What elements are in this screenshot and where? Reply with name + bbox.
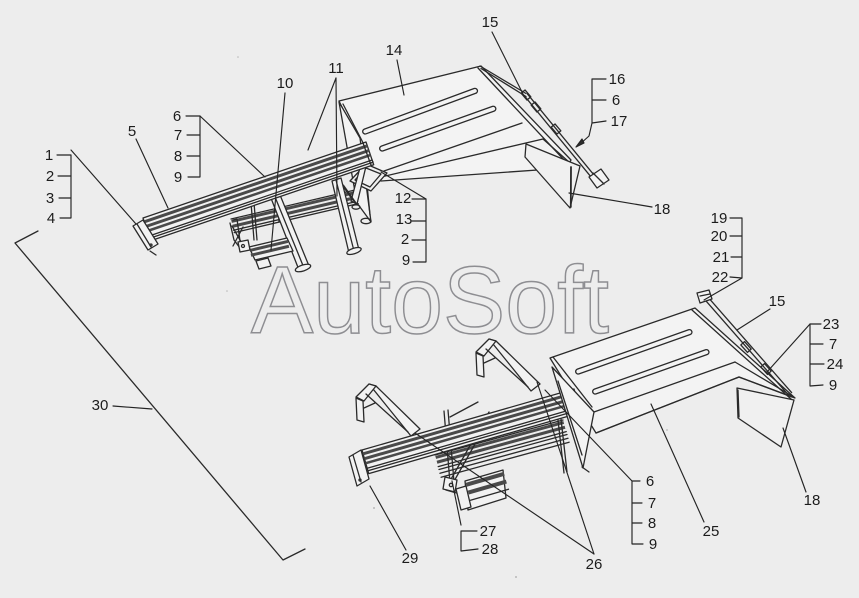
svg-text:27: 27 [480, 523, 497, 540]
svg-text:18: 18 [654, 201, 671, 218]
svg-text:8: 8 [648, 515, 656, 532]
svg-text:1: 1 [45, 147, 53, 164]
svg-text:6: 6 [173, 108, 181, 125]
svg-text:6: 6 [646, 473, 654, 490]
svg-text:17: 17 [611, 113, 628, 130]
svg-text:26: 26 [586, 556, 603, 573]
svg-text:3: 3 [46, 190, 54, 207]
svg-text:30: 30 [92, 397, 109, 414]
svg-text:28: 28 [482, 541, 499, 558]
svg-text:7: 7 [174, 127, 182, 144]
svg-text:15: 15 [769, 293, 786, 310]
svg-text:13: 13 [396, 211, 413, 228]
svg-text:25: 25 [703, 523, 720, 540]
svg-text:5: 5 [128, 123, 136, 140]
svg-text:9: 9 [829, 377, 837, 394]
svg-text:4: 4 [47, 210, 55, 227]
svg-text:7: 7 [829, 336, 837, 353]
svg-text:22: 22 [712, 269, 729, 286]
svg-text:23: 23 [823, 316, 840, 333]
svg-text:18: 18 [804, 492, 821, 509]
svg-text:15: 15 [482, 14, 499, 31]
svg-text:10: 10 [277, 75, 294, 92]
svg-text:11: 11 [328, 60, 344, 77]
svg-text:19: 19 [711, 210, 728, 227]
svg-text:14: 14 [386, 42, 403, 59]
svg-text:21: 21 [713, 249, 730, 266]
svg-text:12: 12 [395, 190, 412, 207]
svg-text:20: 20 [711, 228, 728, 245]
svg-text:29: 29 [402, 550, 419, 567]
svg-text:6: 6 [612, 92, 620, 109]
svg-text:2: 2 [401, 231, 409, 248]
svg-text:7: 7 [648, 495, 656, 512]
svg-text:16: 16 [609, 71, 626, 88]
svg-text:9: 9 [402, 252, 410, 269]
svg-text:2: 2 [46, 168, 54, 185]
svg-text:8: 8 [174, 148, 182, 165]
svg-text:24: 24 [827, 356, 844, 373]
svg-text:9: 9 [649, 536, 657, 553]
svg-text:9: 9 [174, 169, 182, 186]
